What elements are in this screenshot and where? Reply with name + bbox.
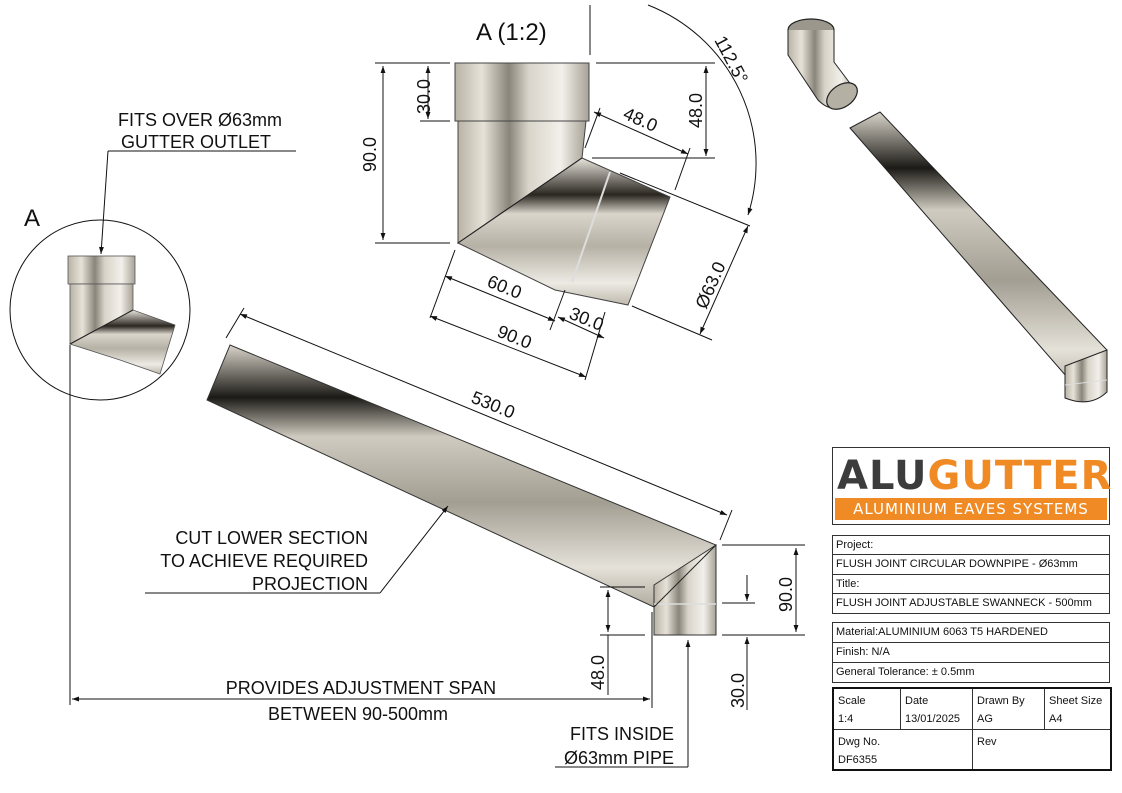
sheet-size-label: Sheet Size <box>1049 695 1103 707</box>
dim-overall-height: 90.0 <box>360 137 380 172</box>
isometric-view <box>787 18 1108 403</box>
drawing-info-grid: Scale 1:4 Date 13/01/2025 Drawn By AG Sh… <box>832 687 1112 771</box>
material-value: Material:ALUMINIUM 6063 T5 HARDENED <box>833 623 1109 643</box>
fits-over-note: FITS OVER Ø63mm GUTTER OUTLET <box>99 110 296 255</box>
fits-inside-note: FITS INSIDE Ø63mm PIPE <box>555 640 691 768</box>
dim-angle: 112.5° <box>710 32 752 86</box>
detail-callout-a: A <box>9 205 191 401</box>
logo-gutter-text: GUTTER <box>927 453 1113 499</box>
dwg-no-value: DF6355 <box>838 754 878 766</box>
svg-text:PROVIDES ADJUSTMENT SPAN: PROVIDES ADJUSTMENT SPAN <box>226 678 496 698</box>
svg-text:Ø63mm PIPE: Ø63mm PIPE <box>564 748 674 768</box>
dwg-no-label: Dwg No. <box>838 736 881 748</box>
dim-bottom-height: 90.0 <box>776 577 796 612</box>
dim-spigot-offset-vertical: 48.0 <box>686 93 706 128</box>
dim-bottom-offset: 48.0 <box>588 655 608 690</box>
project-label: Project: <box>833 536 1109 555</box>
dim-branch-90: 90.0 <box>495 321 535 353</box>
project-title-box: Project: FLUSH JOINT CIRCULAR DOWNPIPE -… <box>832 535 1110 614</box>
logo-tagline: ALUMINIUM EAVES SYSTEMS <box>835 498 1107 520</box>
detail-view-title: A (1:2) <box>476 19 547 46</box>
main-pipe-view: 530.0 90.0 30.0 48.0 <box>206 307 805 710</box>
project-value: FLUSH JOINT CIRCULAR DOWNPIPE - Ø63mm <box>833 555 1109 575</box>
material-box: Material:ALUMINIUM 6063 T5 HARDENED Fini… <box>832 622 1110 683</box>
dim-spigot-offset-angled: 48.0 <box>620 103 660 136</box>
svg-text:FITS INSIDE: FITS INSIDE <box>570 724 674 744</box>
svg-text:CUT LOWER SECTION: CUT LOWER SECTION <box>175 528 368 548</box>
adjustment-span-note: PROVIDES ADJUSTMENT SPAN BETWEEN 90-500m… <box>69 345 653 724</box>
drawn-by-value: AG <box>977 713 993 725</box>
dim-socket-height: 30.0 <box>414 79 434 114</box>
date-value: 13/01/2025 <box>905 713 961 725</box>
rev-label: Rev <box>977 736 997 748</box>
dim-branch-60: 60.0 <box>485 271 525 303</box>
logo-alu-text: ALU <box>837 453 928 499</box>
cut-section-note: CUT LOWER SECTION TO ACHIEVE REQUIRED PR… <box>145 505 449 594</box>
sheet-size-value: A4 <box>1049 713 1063 725</box>
finish-value: Finish: N/A <box>833 643 1109 663</box>
dim-diameter: Ø63.0 <box>691 259 729 312</box>
scale-value: 1:4 <box>838 713 854 725</box>
title-label: Title: <box>833 575 1109 594</box>
dim-pipe-length: 530.0 <box>469 387 518 422</box>
title-value: FLUSH JOINT ADJUSTABLE SWANNECK - 500mm <box>836 597 1092 609</box>
drawn-by-label: Drawn By <box>977 695 1025 707</box>
tolerance-value: General Tolerance: ± 0.5mm <box>836 666 975 678</box>
svg-text:TO ACHIEVE REQUIRED: TO ACHIEVE REQUIRED <box>160 551 368 571</box>
scale-label: Scale <box>838 695 866 707</box>
svg-text:FITS OVER Ø63mm: FITS OVER Ø63mm <box>118 110 282 130</box>
svg-text:PROJECTION: PROJECTION <box>252 574 368 594</box>
company-logo: ALUGUTTER ALUMINIUM EAVES SYSTEMS <box>832 447 1113 525</box>
dim-bottom-spigot: 30.0 <box>728 673 748 708</box>
detail-view-a: A (1:2) 90.0 30.0 48.0 48.0 112.5° Ø63.0 <box>360 4 757 381</box>
svg-text:BETWEEN 90-500mm: BETWEEN 90-500mm <box>268 704 448 724</box>
svg-text:GUTTER OUTLET: GUTTER OUTLET <box>121 132 271 152</box>
callout-label-a: A <box>24 205 40 232</box>
date-label: Date <box>905 695 929 707</box>
